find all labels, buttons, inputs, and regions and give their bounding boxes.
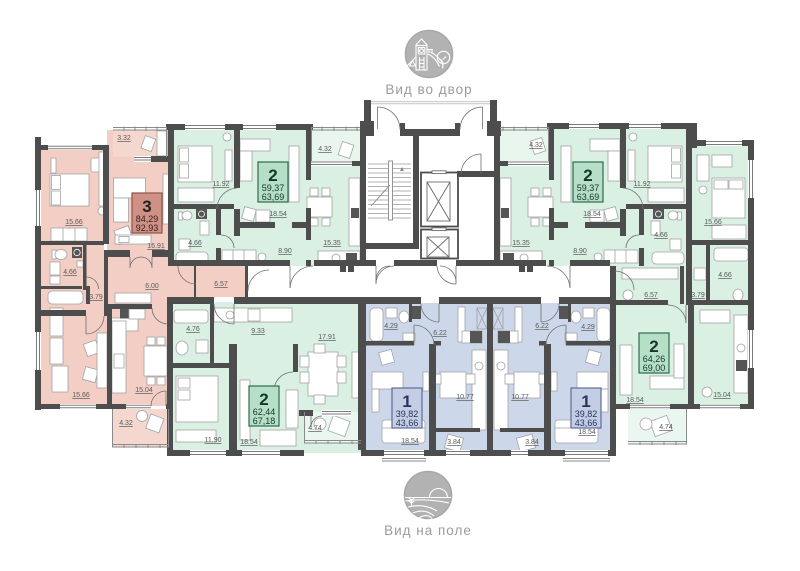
svg-text:17.91: 17.91 [318,334,336,341]
svg-text:67,18: 67,18 [253,416,276,426]
svg-text:10.77: 10.77 [511,394,529,401]
svg-text:15.66: 15.66 [704,219,722,226]
svg-text:64,26: 64,26 [643,354,666,364]
svg-text:4.32: 4.32 [529,142,543,149]
svg-text:8.90: 8.90 [573,248,587,255]
svg-text:18.54: 18.54 [626,397,644,404]
svg-text:2: 2 [268,166,277,185]
svg-text:18.54: 18.54 [578,429,596,436]
svg-text:4.29: 4.29 [384,323,398,330]
svg-text:69,00: 69,00 [643,363,666,373]
svg-text:15.66: 15.66 [72,392,90,399]
svg-text:11.90: 11.90 [205,437,222,444]
svg-text:4.32: 4.32 [119,420,133,427]
svg-text:15.04: 15.04 [713,392,731,399]
svg-text:1: 1 [402,392,411,411]
svg-text:8.90: 8.90 [278,248,292,255]
svg-text:4.32: 4.32 [318,146,332,153]
svg-text:18.54: 18.54 [401,438,419,445]
svg-text:59,37: 59,37 [262,183,285,193]
svg-text:3.84: 3.84 [447,439,461,446]
svg-text:43,66: 43,66 [396,418,419,428]
svg-text:Вид во двор: Вид во двор [385,82,472,97]
svg-text:4.66: 4.66 [63,269,77,276]
svg-text:39,82: 39,82 [575,409,598,419]
svg-text:2: 2 [649,337,658,356]
svg-text:3: 3 [142,197,151,216]
svg-text:3.79: 3.79 [89,294,103,301]
svg-text:1: 1 [581,392,590,411]
svg-text:63,69: 63,69 [262,192,285,202]
svg-text:10.77: 10.77 [456,394,474,401]
svg-text:2: 2 [583,166,592,185]
svg-text:6.22: 6.22 [535,323,549,330]
svg-text:4.74: 4.74 [659,424,673,431]
svg-text:3.84: 3.84 [525,439,539,446]
svg-text:18.54: 18.54 [583,211,601,218]
svg-text:11.92: 11.92 [634,181,651,188]
svg-text:18.54: 18.54 [269,211,287,218]
svg-text:15.35: 15.35 [512,240,530,247]
svg-text:11.92: 11.92 [213,181,230,188]
svg-text:15.04: 15.04 [135,387,153,394]
svg-text:18.54: 18.54 [240,439,258,446]
svg-text:6.22: 6.22 [433,330,447,337]
svg-text:6.00: 6.00 [145,283,159,290]
svg-text:59,37: 59,37 [577,183,600,193]
svg-text:6.57: 6.57 [214,281,228,288]
svg-text:4.29: 4.29 [581,324,595,331]
svg-text:43,66: 43,66 [575,418,598,428]
svg-text:9.33: 9.33 [251,328,265,335]
svg-text:2: 2 [259,390,268,409]
svg-text:Вид на поле: Вид на поле [384,523,472,538]
svg-text:16.91: 16.91 [147,243,165,250]
svg-text:62,44: 62,44 [253,407,276,417]
svg-text:3.79: 3.79 [691,292,705,299]
svg-text:4.66: 4.66 [718,272,732,279]
svg-text:39,82: 39,82 [396,409,419,419]
svg-text:6.57: 6.57 [644,292,658,299]
svg-text:3.32: 3.32 [117,135,131,142]
svg-text:4.66: 4.66 [188,240,202,247]
svg-text:4.76: 4.76 [186,326,200,333]
svg-text:15.66: 15.66 [65,219,83,226]
svg-text:84,29: 84,29 [136,214,159,224]
svg-text:15.35: 15.35 [323,240,341,247]
svg-text:4.66: 4.66 [654,232,668,239]
svg-text:92,93: 92,93 [136,223,159,233]
svg-text:63,69: 63,69 [577,192,600,202]
svg-text:4.74: 4.74 [308,425,322,432]
